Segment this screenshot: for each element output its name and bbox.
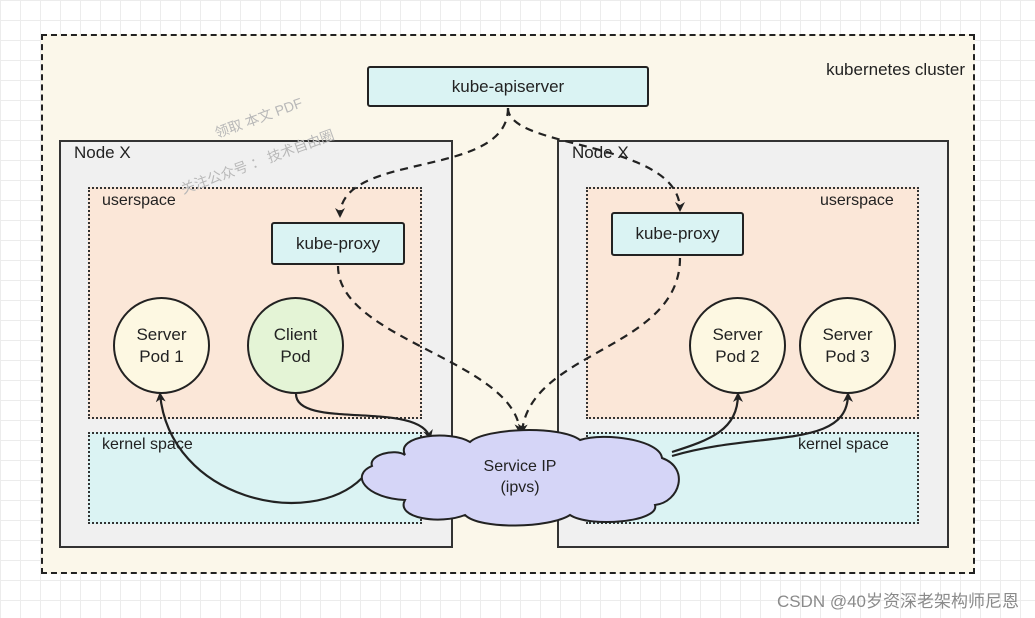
server-pod-1: Server Pod 1 xyxy=(113,297,210,394)
service-ip-line2: (ipvs) xyxy=(500,479,540,496)
client-pod-line1: Client xyxy=(273,324,318,344)
node-right-kernelspace-label: kernel space xyxy=(798,436,889,453)
service-ip-line1: Service IP xyxy=(483,458,557,475)
server-pod-3: Server Pod 3 xyxy=(799,297,896,394)
server-pod-1-line1: Server xyxy=(136,324,187,344)
footer-credit: CSDN @40岁资深老架构师尼恩 xyxy=(776,592,1019,611)
node-left-userspace-label: userspace xyxy=(102,192,176,209)
proxy-right-to-service-edge xyxy=(517,257,682,434)
server-pod-3-line2: Pod 3 xyxy=(825,346,870,366)
kube-proxy-right: kube-proxy xyxy=(611,212,744,256)
service-to-pod2-edge xyxy=(671,392,743,454)
kube-proxy-left: kube-proxy xyxy=(271,222,405,265)
kube-apiserver-box: kube-apiserver xyxy=(367,66,649,107)
service-to-pod1-edge xyxy=(155,392,363,504)
service-ip-label: Service IP (ipvs) xyxy=(450,456,590,498)
proxy-left-to-service-edge xyxy=(336,265,525,434)
client-pod: Client Pod xyxy=(247,297,344,394)
server-pod-1-line2: Pod 1 xyxy=(139,346,184,366)
node-left-kernelspace-label: kernel space xyxy=(102,436,193,453)
service-to-pod3-edge xyxy=(671,392,853,458)
service-cloud-shape xyxy=(360,429,680,527)
server-pod-3-line1: Server xyxy=(822,324,873,344)
node-left-label: Node X xyxy=(74,143,131,162)
server-pod-2-line1: Server xyxy=(712,324,763,344)
client-pod-line2: Pod xyxy=(280,346,311,366)
server-pod-2: Server Pod 2 xyxy=(689,297,786,394)
node-right-label: Node X xyxy=(572,143,629,162)
cluster-label: kubernetes cluster xyxy=(826,60,965,79)
node-right-userspace-label: userspace xyxy=(820,192,894,209)
server-pod-2-line2: Pod 2 xyxy=(715,346,760,366)
api-to-proxy-left-edge xyxy=(335,107,510,218)
client-to-service-edge xyxy=(294,393,433,440)
api-to-proxy-right-edge xyxy=(506,107,685,212)
